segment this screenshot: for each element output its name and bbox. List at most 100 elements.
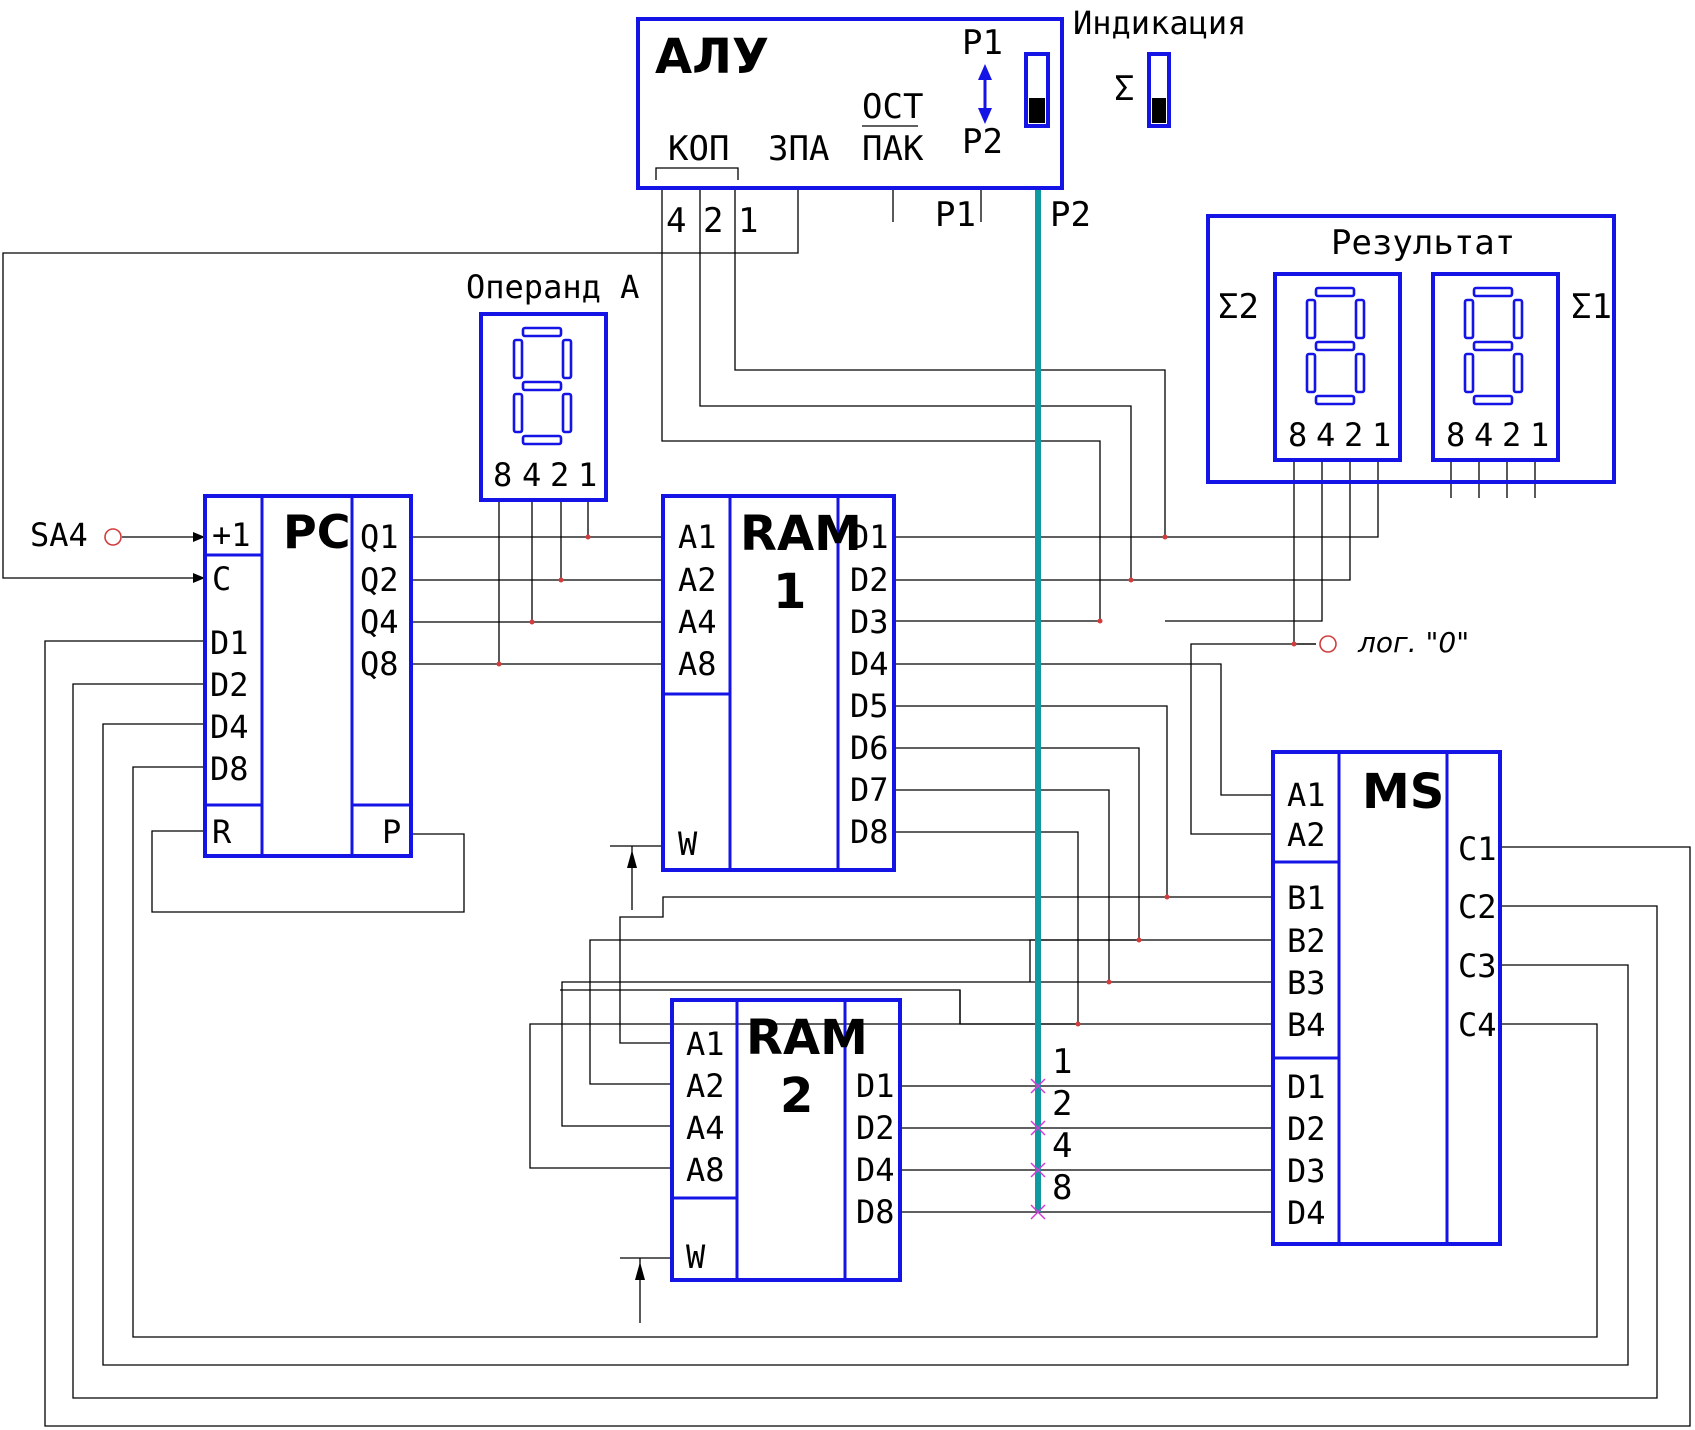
pc-c-arrow [193,573,205,583]
alu-title: АЛУ [655,29,769,85]
result-s1-w2: 2 [1502,416,1521,454]
indication-sigma: Σ [1114,69,1134,109]
alu-indicator-switch[interactable] [1024,52,1050,128]
ms-c4: C4 [1458,1006,1497,1044]
ram2-d2: D2 [856,1109,895,1147]
alu-p2-label: P2 [962,122,1003,162]
ram2-number: 2 [780,1068,813,1124]
indication-switch[interactable] [1147,52,1171,128]
ram2-block: RAM 2 A1 A2 A4 A8 W D1 D2 D4 D8 [670,998,902,1282]
ms-a2: A2 [1287,816,1326,854]
alu-pin-4: 4 [666,201,686,241]
ram1-d5: D5 [850,687,889,725]
result-block: Результат Σ2 Σ1 8 4 2 1 8 4 [1206,214,1616,484]
alu-p1-label: P1 [962,23,1003,63]
bus-label-1: 1 [1052,1042,1072,1082]
ram1-a8: A8 [678,645,717,683]
result-s2-w2: 2 [1344,416,1363,454]
alu-pin-1: 1 [738,201,758,241]
operand-block: Операнд А 8 4 2 1 [466,268,639,502]
ram2-a4: A4 [686,1109,725,1147]
indication-title: Индикация [1073,4,1246,42]
ms-title: MS [1362,764,1444,820]
result-s2-w1: 1 [1372,416,1391,454]
junction-dots [496,534,1297,1027]
ram2-d1: D1 [856,1067,895,1105]
result-sigma1-digit [1463,286,1524,406]
ram1-d7: D7 [850,771,889,809]
operand-digit [512,326,573,446]
log0-terminal [1319,635,1337,653]
ram2-a2: A2 [686,1067,725,1105]
ms-c1: C1 [1458,830,1497,868]
result-title: Результат [1331,223,1515,263]
ram1-a2: A2 [678,561,717,599]
ms-a1: A1 [1287,776,1326,814]
pc-d1: D1 [210,624,249,662]
ram1-a4: A4 [678,603,717,641]
ram2-w: W [686,1238,706,1276]
ram1-w-arrow [627,850,637,868]
ram1-title: RAM [740,506,862,562]
sa4-terminal[interactable] [104,528,122,546]
ms-d2: D2 [1287,1110,1326,1148]
ram2-d8: D8 [856,1193,895,1231]
indication-group: Индикация Σ [1073,4,1246,128]
ram2-a8: A8 [686,1151,725,1189]
ms-d4: D4 [1287,1194,1326,1232]
wires [2,190,1691,1427]
log0-label: лог. "0" [1357,626,1469,659]
pc-q1: Q1 [360,518,399,556]
ms-d3: D3 [1287,1152,1326,1190]
pc-title: PC [283,505,350,559]
ram1-a1: A1 [678,518,717,556]
pc-d4: D4 [210,708,249,746]
pc-inc: +1 [212,516,251,554]
result-s1-w8: 8 [1446,416,1465,454]
alu-pin-2: 2 [703,201,723,241]
ram1-number: 1 [773,564,806,620]
ms-b3: B3 [1287,964,1326,1002]
alu-block: АЛУ КОП ЗПА ОСТ ПАК P1 P2 4 2 1 P1 P2 [636,17,1091,241]
operand-w2: 2 [550,456,569,494]
ram1-d3: D3 [850,603,889,641]
ms-b4: B4 [1287,1006,1326,1044]
ms-block: MS A1 A2 B1 B2 B3 B4 D1 D2 D3 D4 C1 C2 C… [1271,750,1502,1246]
ram1-w: W [678,825,698,863]
ram1-d2: D2 [850,561,889,599]
ram2-d4: D4 [856,1151,895,1189]
operand-w8: 8 [493,456,512,494]
result-s2-w4: 4 [1316,416,1335,454]
pc-inc-arrow [193,532,205,542]
alu-zpa-label: ЗПА [768,129,829,169]
alu-pak-label: ПАК [862,129,924,169]
ms-d1: D1 [1287,1068,1326,1106]
ram1-d4: D4 [850,645,889,683]
result-s1-w1: 1 [1530,416,1549,454]
operand-w1: 1 [578,456,597,494]
ram1-d1: D1 [850,518,889,556]
bus-label-2: 2 [1052,1084,1072,1124]
operand-title: Операнд А [466,268,639,306]
ram2-a1: A1 [686,1025,725,1063]
bus-crossings [1030,1078,1046,1220]
pc-q2: Q2 [360,561,399,599]
ram1-block: RAM 1 A1 A2 A4 A8 W D1 D2 D3 D4 D5 D6 D7… [661,494,896,872]
ram2-w-arrow [635,1262,645,1280]
pc-r: R [212,813,232,851]
ram1-d8: D8 [850,813,889,851]
alu-kop-label: КОП [668,129,729,169]
pc-d8: D8 [210,750,249,788]
ms-b2: B2 [1287,922,1326,960]
result-s1-w4: 4 [1474,416,1493,454]
result-sigma2: Σ2 [1218,287,1259,327]
ram2-title: RAM [746,1010,868,1066]
bus-label-8: 8 [1052,1168,1072,1208]
result-sigma2-digit [1305,286,1366,406]
pc-block: PC +1 C D1 D2 D4 D8 R Q1 Q2 Q4 Q8 P [203,494,413,858]
sa4-label: SA4 [30,516,88,554]
result-s2-w8: 8 [1288,416,1307,454]
pc-c: C [212,560,231,598]
pc-q4: Q4 [360,603,399,641]
